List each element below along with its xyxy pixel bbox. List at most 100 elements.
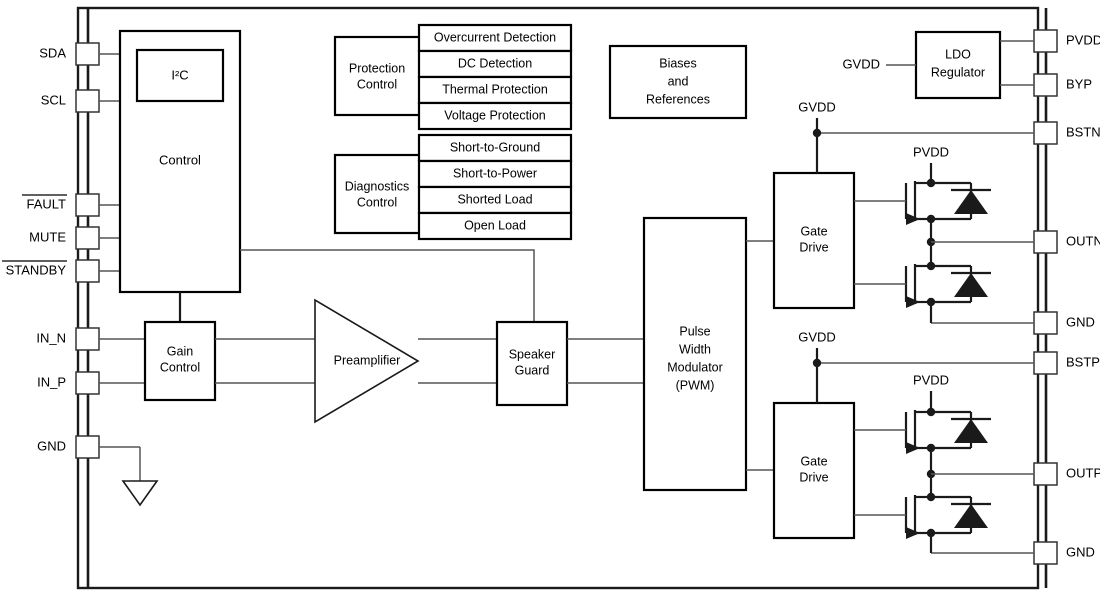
gain-control-block[interactable]: Gain Control [143, 320, 217, 402]
pin-in-p[interactable]: IN_P [37, 371, 145, 395]
pin-box-in-n[interactable] [75, 327, 100, 351]
protection-item-row[interactable] [417, 49, 573, 79]
pwm-label-4: (PWM) [676, 378, 715, 392]
diagnostics-control-label-2: Control [357, 195, 397, 209]
ldo-regulator-block[interactable]: LDO Regulator [914, 30, 1002, 100]
pin-sda[interactable]: SDA [39, 42, 120, 66]
wire-control-to-speaker-guard [240, 249, 535, 322]
speaker-guard-label-1: Speaker [509, 347, 556, 361]
control-block[interactable]: I²C Control [118, 29, 242, 294]
protection-items-group: Overcurrent Detection DC Detection Therm… [417, 23, 573, 131]
pvdd-bottom-label: PVDD [913, 372, 949, 387]
right-pins-group: PVDD BYP BSTN OUTN GND BSTP [1033, 29, 1100, 565]
pin-bstp[interactable]: BSTP [1033, 351, 1100, 375]
pin-label-standby: STANDBY [6, 262, 67, 277]
pin-scl[interactable]: SCL [41, 89, 120, 113]
pin-box-bstn[interactable] [1033, 121, 1058, 145]
pin-box-gnd-left[interactable] [75, 435, 100, 459]
gate-drive-top-label-1: Gate [800, 224, 827, 238]
mosfet-low-side-p [854, 492, 991, 539]
pwm-label-3: Modulator [667, 360, 723, 374]
pin-box-standby[interactable] [75, 259, 100, 283]
diagnostics-item-label: Short-to-Ground [450, 140, 540, 154]
protection-item-row[interactable] [417, 23, 573, 53]
diagnostics-item-row[interactable] [417, 159, 573, 189]
output-stage-bottom: PVDD [854, 372, 1034, 554]
pin-outn[interactable]: OUTN [1033, 230, 1100, 254]
pin-outp[interactable]: OUTP [1033, 462, 1100, 486]
pin-box-gnd-p[interactable] [1033, 541, 1058, 565]
pin-standby[interactable]: STANDBY [2, 259, 120, 283]
ground-symbol-icon [121, 480, 159, 507]
gate-drive-bottom-block[interactable]: Gate Drive [772, 401, 856, 540]
pin-box-in-p[interactable] [75, 371, 100, 395]
pin-bstn[interactable]: BSTN [1033, 121, 1100, 145]
gate-drive-top-body[interactable] [772, 171, 856, 310]
diagnostics-control-label-1: Diagnostics [345, 179, 410, 193]
pin-box-pvdd[interactable] [1033, 29, 1058, 53]
pin-label-mute: MUTE [29, 229, 66, 244]
diagnostics-item-row[interactable] [417, 133, 573, 163]
i2c-block[interactable] [135, 48, 225, 103]
diagnostics-control-block[interactable]: Diagnostics Control [333, 153, 422, 235]
pin-box-outp[interactable] [1033, 462, 1058, 486]
pin-box-scl[interactable] [75, 89, 100, 113]
gate-drive-bottom-label-1: Gate [800, 454, 827, 468]
pin-label-gnd-left: GND [37, 438, 66, 453]
pin-byp[interactable]: BYP [1033, 73, 1092, 97]
pwm-label-2: Width [679, 342, 711, 356]
diagnostics-control-body[interactable] [333, 153, 422, 235]
preamplifier-block[interactable]: Preamplifier [314, 298, 420, 424]
pwm-body[interactable] [642, 216, 748, 492]
protection-control-body[interactable] [333, 35, 422, 117]
ldo-label-1: LDO [945, 47, 971, 61]
biases-label-1: Biases [659, 56, 697, 70]
pin-gnd-n[interactable]: GND [1033, 311, 1095, 335]
protection-item-row[interactable] [417, 75, 573, 105]
protection-item-row[interactable] [417, 101, 573, 131]
pin-fault[interactable]: FAULT [22, 193, 120, 217]
pin-box-bstp[interactable] [1033, 351, 1058, 375]
pin-box-sda[interactable] [75, 42, 100, 66]
ldo-regulator-body[interactable] [914, 30, 1002, 100]
speaker-guard-block[interactable]: Speaker Guard [495, 320, 569, 407]
pin-label-gnd-p: GND [1066, 544, 1095, 559]
gvdd-bottom-label: GVDD [798, 329, 836, 344]
pin-label-in-n: IN_N [36, 330, 66, 345]
pwm-block[interactable]: Pulse Width Modulator (PWM) [642, 216, 748, 492]
junction-dot-gvdd-bottom [812, 358, 822, 368]
pin-box-byp[interactable] [1033, 73, 1058, 97]
body-diode-icon [954, 504, 988, 528]
preamplifier-body[interactable] [314, 298, 420, 424]
pin-label-gnd-n: GND [1066, 314, 1095, 329]
pin-box-outn[interactable] [1033, 230, 1058, 254]
diagnostics-item-row[interactable] [417, 211, 573, 241]
pin-box-mute[interactable] [75, 226, 100, 250]
speaker-guard-body[interactable] [495, 320, 569, 407]
protection-control-block[interactable]: Protection Control [333, 35, 422, 117]
gain-control-label-1: Gain [167, 344, 193, 358]
biases-label-2: and [668, 74, 689, 88]
pin-box-gnd-n[interactable] [1033, 311, 1058, 335]
diagnostics-items-group: Short-to-Ground Short-to-Power Shorted L… [417, 133, 573, 241]
gate-drive-bottom-label-2: Drive [799, 470, 828, 484]
pin-gnd-left[interactable]: GND [37, 435, 159, 507]
biases-references-block[interactable]: Biases and References [608, 44, 748, 120]
mosfet-low-side-n [854, 261, 991, 308]
pin-pvdd[interactable]: PVDD [1033, 29, 1100, 53]
gate-drive-top-block[interactable]: Gate Drive [772, 171, 856, 310]
gate-drive-bottom-body[interactable] [772, 401, 856, 540]
pin-box-fault[interactable] [75, 193, 100, 217]
gain-control-body[interactable] [143, 320, 217, 402]
pin-mute[interactable]: MUTE [29, 226, 120, 250]
pin-gnd-p[interactable]: GND [1033, 541, 1095, 565]
mosfet-high-side-n [854, 181, 991, 225]
biases-references-body[interactable] [608, 44, 748, 120]
i2c-label: I²C [171, 67, 188, 82]
pin-in-n[interactable]: IN_N [36, 327, 145, 351]
body-diode-icon [954, 190, 988, 214]
pin-label-scl: SCL [41, 92, 66, 107]
pin-label-outn: OUTN [1066, 233, 1100, 248]
